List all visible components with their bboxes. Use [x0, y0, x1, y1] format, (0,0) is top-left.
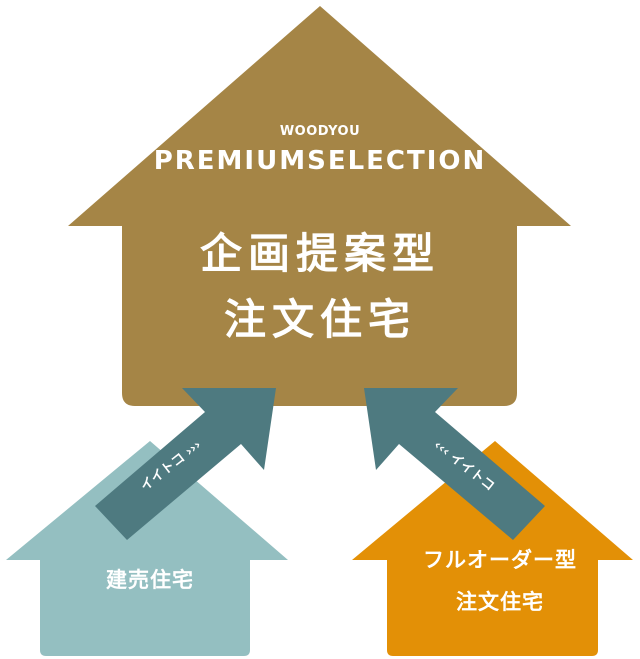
- main-title-line1: 企画提案型: [199, 229, 440, 278]
- left-house-label: 建売住宅: [106, 568, 194, 592]
- left-arrow-shape: [95, 388, 276, 540]
- main-title-line2: 注文住宅: [223, 295, 416, 344]
- left-house-shape: [6, 441, 288, 656]
- right-house-label-line1: フルオーダー型: [423, 548, 577, 572]
- right-house-label-line2: 注文住宅: [456, 590, 544, 614]
- series-name: PREMIUMSELECTION: [153, 146, 487, 176]
- right-arrow-shape: [364, 388, 545, 540]
- main-house-shape: [68, 6, 571, 406]
- brand-logo: WOODYOU: [279, 124, 361, 139]
- right-house-shape: [352, 441, 633, 656]
